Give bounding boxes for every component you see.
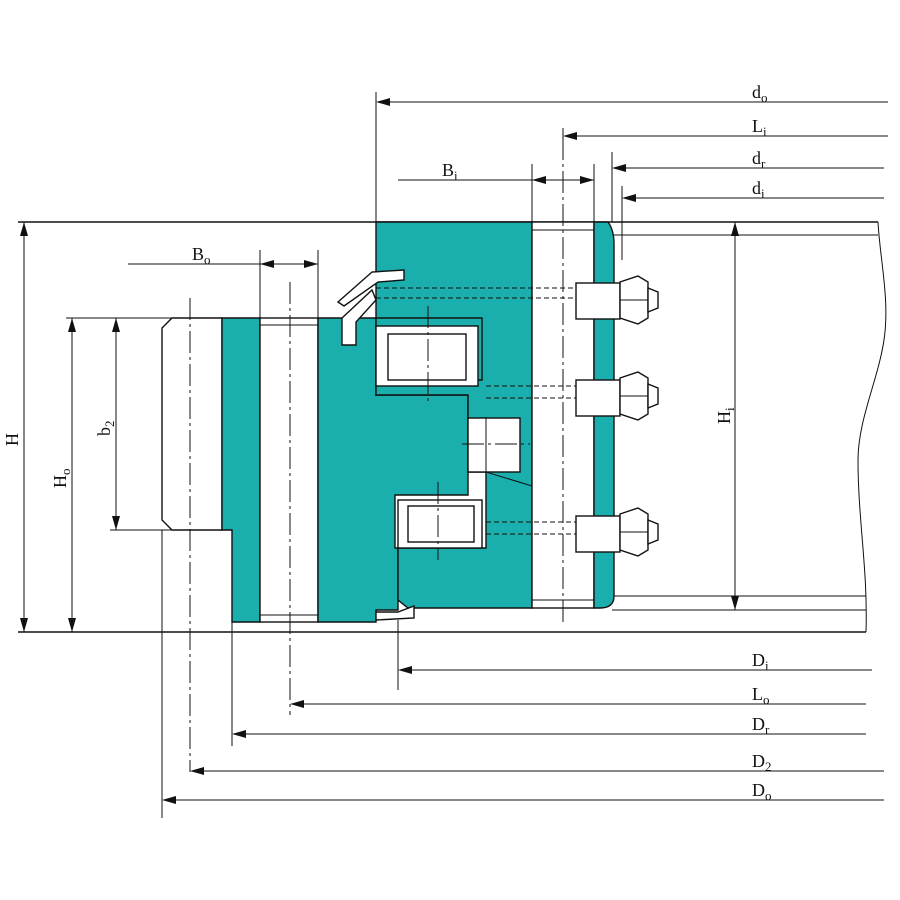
dim-label-li: Li (752, 116, 767, 139)
dim-h: H (2, 222, 28, 632)
dim-hi: Hi (714, 222, 739, 610)
bolt-top (376, 275, 659, 325)
lower-roller (397, 482, 483, 560)
dim-ho: Ho (50, 317, 172, 632)
dim-label-bo: Bo (192, 244, 211, 267)
dim-label-Lo: Lo (752, 684, 770, 707)
dim-dr: dr (611, 148, 884, 222)
dim-di: di (621, 178, 884, 260)
dim-label-dr: dr (752, 148, 766, 171)
dim-d2: D2 (190, 751, 884, 775)
dim-di-bottom: Di (397, 620, 872, 690)
dim-b2: b2 (94, 318, 162, 531)
upper-roller (375, 306, 479, 404)
dim-label-b2: b2 (94, 421, 117, 437)
dim-li: Li (562, 116, 888, 140)
bolt-bottom (486, 507, 659, 557)
dim-lo: Lo (290, 684, 866, 708)
dim-label-di: di (752, 178, 765, 201)
top-seal (336, 269, 405, 346)
dim-label-Di: Di (752, 650, 769, 673)
center-lines (189, 138, 564, 772)
bolt-middle (486, 371, 659, 421)
dim-label-do: do (752, 82, 768, 105)
radial-roller (462, 417, 533, 487)
dim-label-bi: Bi (442, 160, 458, 183)
dim-label-D2: D2 (752, 751, 772, 774)
dim-do-bottom: Do (161, 530, 884, 818)
dim-dr-bottom: Dr (231, 530, 866, 746)
dim-bo: Bo (128, 244, 319, 318)
dim-label-h: H (2, 433, 22, 446)
dim-label-hi: Hi (714, 407, 737, 424)
dim-label-Do: Do (752, 780, 772, 803)
dim-bi: Bi (398, 160, 595, 222)
bottom-seal (375, 604, 415, 621)
dim-do: do (375, 82, 888, 222)
dim-label-ho: Ho (50, 469, 73, 489)
dim-label-Dr: Dr (752, 714, 770, 737)
